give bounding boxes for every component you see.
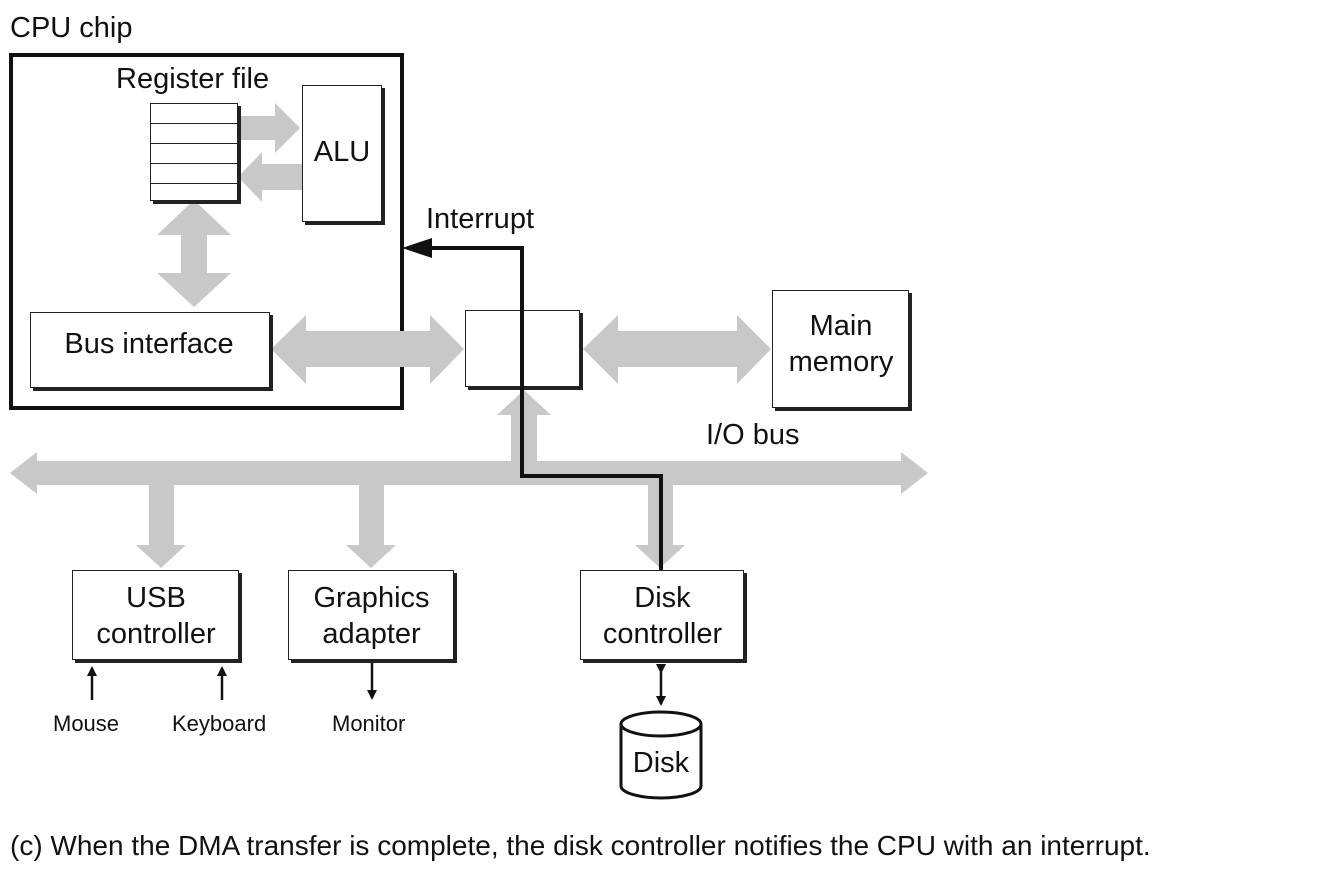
regfile-bus-arrow [157, 200, 231, 307]
bus-interface-bridge-arrow [271, 315, 464, 384]
disk-controller-label-line2: controller [602, 618, 723, 650]
interrupt-arrowhead [402, 238, 432, 258]
main-memory-label-line2: memory [788, 346, 894, 378]
register-file [150, 103, 238, 201]
graphics-adapter-label-line2: adapter [322, 618, 421, 650]
alu-to-regfile-arrow [238, 152, 302, 202]
bus-interface-label: Bus interface [64, 328, 234, 360]
graphics-adapter-box [288, 570, 454, 660]
io-bus-label: I/O bus [706, 419, 800, 451]
main-memory-box [772, 290, 909, 408]
cpu-chip-label: CPU chip [10, 12, 133, 44]
usb-controller-box [72, 570, 239, 660]
regfile-to-alu-arrow [240, 103, 300, 153]
iobus-usb-arrow [136, 485, 186, 568]
main-memory-label-line1: Main [809, 310, 873, 342]
cpu-chip-outline [9, 53, 404, 410]
mouse-label: Mouse [53, 711, 120, 736]
graphics-adapter-label-line1: Graphics [313, 582, 430, 614]
io-bridge-box [465, 310, 580, 387]
alu-label: ALU [313, 136, 371, 168]
alu-box [302, 85, 382, 222]
iobus-graphics-arrow [346, 485, 396, 568]
bus-interface-box [30, 312, 270, 388]
figure-caption: (c) When the DMA transfer is complete, t… [10, 830, 1151, 861]
keyboard-label: Keyboard [172, 711, 267, 736]
register-file-label: Register file [116, 63, 270, 95]
disk-cylinder [619, 710, 703, 800]
disk-controller-box [580, 570, 744, 660]
io-bus-arrow [10, 452, 928, 494]
interrupt-label: Interrupt [426, 203, 534, 235]
disk-label: Disk [632, 747, 690, 779]
usb-controller-label-line1: USB [126, 582, 186, 614]
usb-controller-label-line2: controller [96, 618, 216, 650]
monitor-label: Monitor [332, 711, 406, 736]
disk-controller-label-line1: Disk [634, 582, 691, 614]
bridge-memory-arrow [583, 315, 771, 384]
